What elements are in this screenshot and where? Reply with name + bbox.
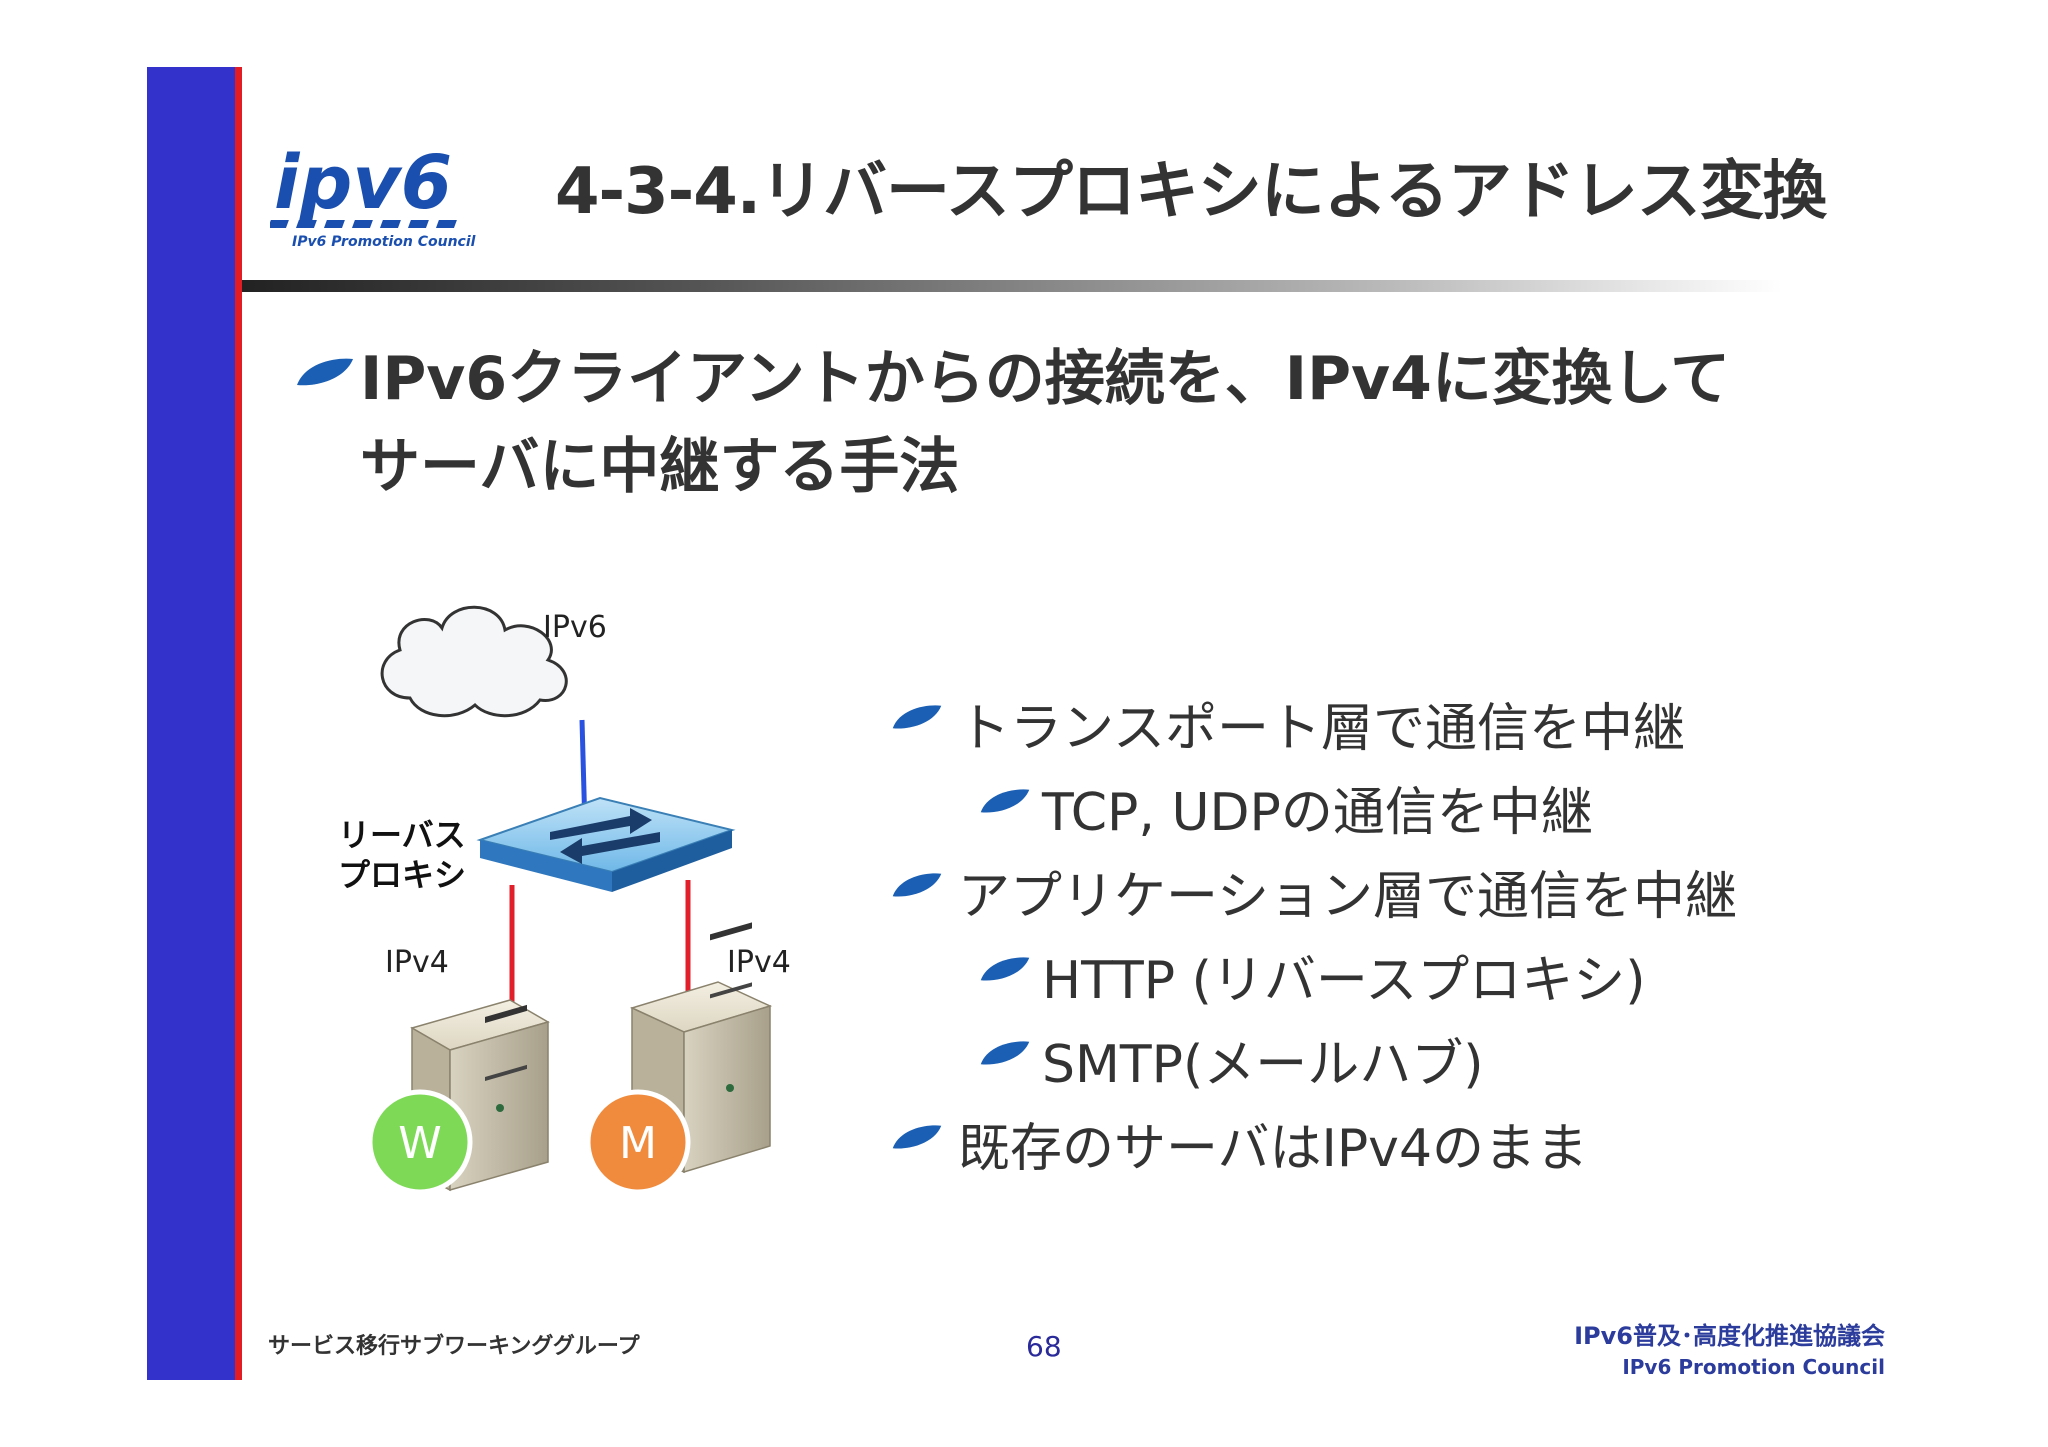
ipv4-left-label: IPv4	[385, 945, 449, 980]
ipv4-right-label: IPv4	[727, 945, 791, 980]
page-number: 68	[1026, 1330, 1062, 1363]
bullet-text: 既存のサーバはIPv4のまま	[958, 1119, 1589, 1179]
bullet-item: SMTP(メールハブ)	[890, 1016, 1990, 1100]
bullet-text: アプリケーション層で通信を中継	[958, 867, 1737, 927]
reverse-proxy-switch-icon	[476, 796, 736, 892]
leaf-bullet-icon	[890, 704, 944, 730]
leaf-bullet-icon	[978, 1040, 1032, 1066]
ipv6-logo: ipv6 IPv6 Promotion Council	[267, 140, 530, 252]
bullet-item: HTTP (リバースプロキシ)	[890, 932, 1990, 1016]
network-diagram: W M	[300, 530, 860, 1220]
footer-group-name: サービス移行サブワーキンググループ	[268, 1334, 640, 1359]
bullet-list: トランスポート層で通信を中継 TCP, UDPの通信を中継 アプリケーション層で…	[890, 680, 1990, 1184]
server-w-badge	[367, 1089, 473, 1195]
sidebar-bar	[147, 67, 235, 1380]
footer-organization: IPv6普及･高度化推進協議会 IPv6 Promotion Council	[1545, 1316, 1885, 1379]
network-diagram-graphic: W M	[367, 605, 773, 1195]
bullet-text: HTTP (リバースプロキシ)	[1042, 951, 1646, 1011]
logo-dots	[267, 220, 457, 228]
leaf-bullet-icon	[978, 956, 1032, 982]
bullet-item: TCP, UDPの通信を中継	[890, 764, 1990, 848]
bullet-item: トランスポート層で通信を中継	[890, 680, 1990, 764]
cloud-label: IPv6	[543, 610, 607, 645]
main-point-line-1: IPv6クライアントからの接続を、IPv4に変換して	[360, 344, 1731, 414]
page-title: 4-3-4.リバースプロキシによるアドレス変換	[555, 155, 1827, 229]
proxy-label-line-2: プロキシ	[338, 856, 467, 894]
reverse-proxy-label: リーバス プロキシ	[338, 815, 466, 895]
logo-subtext: IPv6 Promotion Council	[292, 234, 476, 250]
main-point-line-2: サーバに中継する手法	[360, 432, 960, 502]
bullet-text: トランスポート層で通信を中継	[958, 699, 1685, 759]
ipv6-cloud-icon	[380, 605, 568, 718]
leaf-bullet-icon	[890, 1124, 944, 1150]
main-point: IPv6クライアントからの接続を、IPv4に変換して サーバに中継する手法	[295, 335, 1745, 511]
bullet-item: アプリケーション層で通信を中継	[890, 848, 1990, 932]
bullet-text: SMTP(メールハブ)	[1042, 1035, 1484, 1095]
server-w-letter: W	[398, 1118, 442, 1169]
title-divider	[242, 280, 1782, 292]
footer-org-jp: IPv6普及･高度化推進協議会	[1574, 1322, 1885, 1350]
server-m-letter: M	[619, 1118, 657, 1169]
server-m-badge	[585, 1089, 691, 1195]
bullet-text: TCP, UDPの通信を中継	[1042, 783, 1593, 843]
footer-org-en: IPv6 Promotion Council	[1622, 1355, 1885, 1379]
leaf-bullet-icon	[978, 788, 1032, 814]
proxy-label-line-1: リーバス	[338, 816, 466, 854]
bullet-item: 既存のサーバはIPv4のまま	[890, 1100, 1990, 1184]
main-point-text: IPv6クライアントからの接続を、IPv4に変換して サーバに中継する手法	[360, 335, 1745, 511]
leaf-bullet-icon	[890, 872, 944, 898]
sidebar-red-stripe	[235, 67, 242, 1380]
logo-text: ipv6	[274, 140, 452, 226]
leaf-bullet-icon	[295, 357, 355, 387]
ipv6-logo-graphic: ipv6 IPv6 Promotion Council	[267, 140, 476, 250]
